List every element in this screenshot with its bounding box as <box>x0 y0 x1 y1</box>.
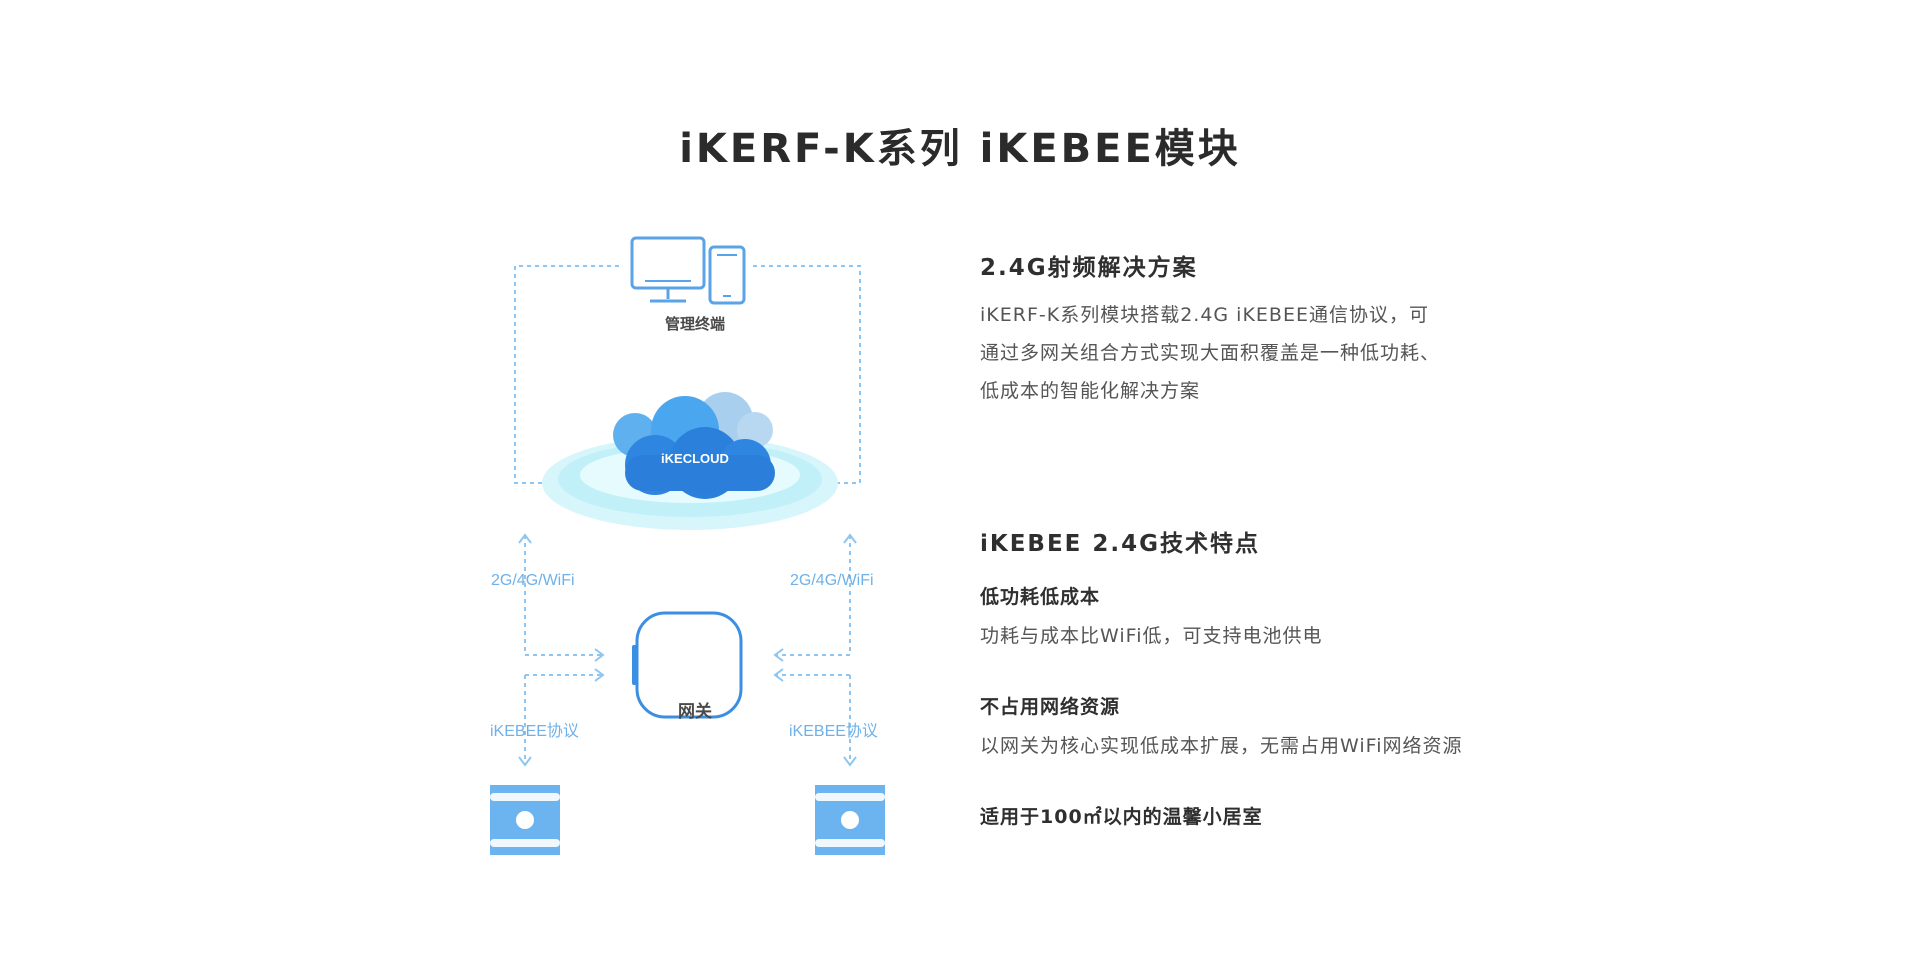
solution-line: 低成本的智能化解决方案 <box>980 380 1201 402</box>
feature-description: 以网关为核心实现低成本扩展，无需占用WiFi网络资源 <box>980 735 1463 757</box>
uplink-arrows <box>518 533 857 767</box>
feature-title: 适用于100㎡以内的温馨小居室 <box>980 806 1263 828</box>
features-title: iKEBEE 2.4G技术特点 <box>980 531 1261 557</box>
feature-item: 不占用网络资源 以网关为核心实现低成本扩展，无需占用WiFi网络资源 <box>980 692 1680 766</box>
network-diagram: 管理终端 iKECLOUD 网关 2G/4G/WiFi 2G/4G/WiFi i… <box>485 225 905 865</box>
terminal-cloud-links <box>514 265 861 484</box>
solution-line: 通过多网关组合方式实现大面积覆盖是一种低功耗、 <box>980 342 1441 364</box>
gateway-label: 网关 <box>678 702 712 721</box>
management-terminal-icon <box>630 236 746 305</box>
feature-title: 不占用网络资源 <box>980 696 1121 718</box>
cloud-icon <box>613 392 775 499</box>
solution-title: 2.4G射频解决方案 <box>980 255 1198 281</box>
feature-item: 低功耗低成本 功耗与成本比WiFi低，可支持电池供电 <box>980 582 1680 656</box>
solution-section: 2.4G射频解决方案 iKERF-K系列模块搭载2.4G iKEBEE通信协议，… <box>980 248 1680 410</box>
network-label-right: 2G/4G/WiFi <box>790 572 874 589</box>
network-diagram-graphic <box>490 236 885 855</box>
protocol-label-left: iKEBEE协议 <box>490 723 579 740</box>
module-icon-right <box>815 785 885 855</box>
page-title: iKERF-K系列 iKEBEE模块 <box>679 126 1241 172</box>
cloud-label: iKECLOUD <box>661 451 729 466</box>
solution-description: iKERF-K系列模块搭载2.4G iKEBEE通信协议，可 通过多网关组合方式… <box>980 296 1540 410</box>
terminal-label: 管理终端 <box>664 316 725 333</box>
features-section: iKEBEE 2.4G技术特点 低功耗低成本 功耗与成本比WiFi低，可支持电池… <box>980 524 1680 832</box>
module-icon-left <box>490 785 560 855</box>
feature-description: 功耗与成本比WiFi低，可支持电池供电 <box>980 625 1323 647</box>
network-label-left: 2G/4G/WiFi <box>491 572 575 589</box>
solution-line: iKERF-K系列模块搭载2.4G iKEBEE通信协议，可 <box>980 304 1429 326</box>
feature-title: 低功耗低成本 <box>980 586 1101 608</box>
gateway-icon <box>632 611 743 719</box>
feature-item: 适用于100㎡以内的温馨小居室 <box>980 802 1680 832</box>
protocol-label-right: iKEBEE协议 <box>789 723 878 740</box>
